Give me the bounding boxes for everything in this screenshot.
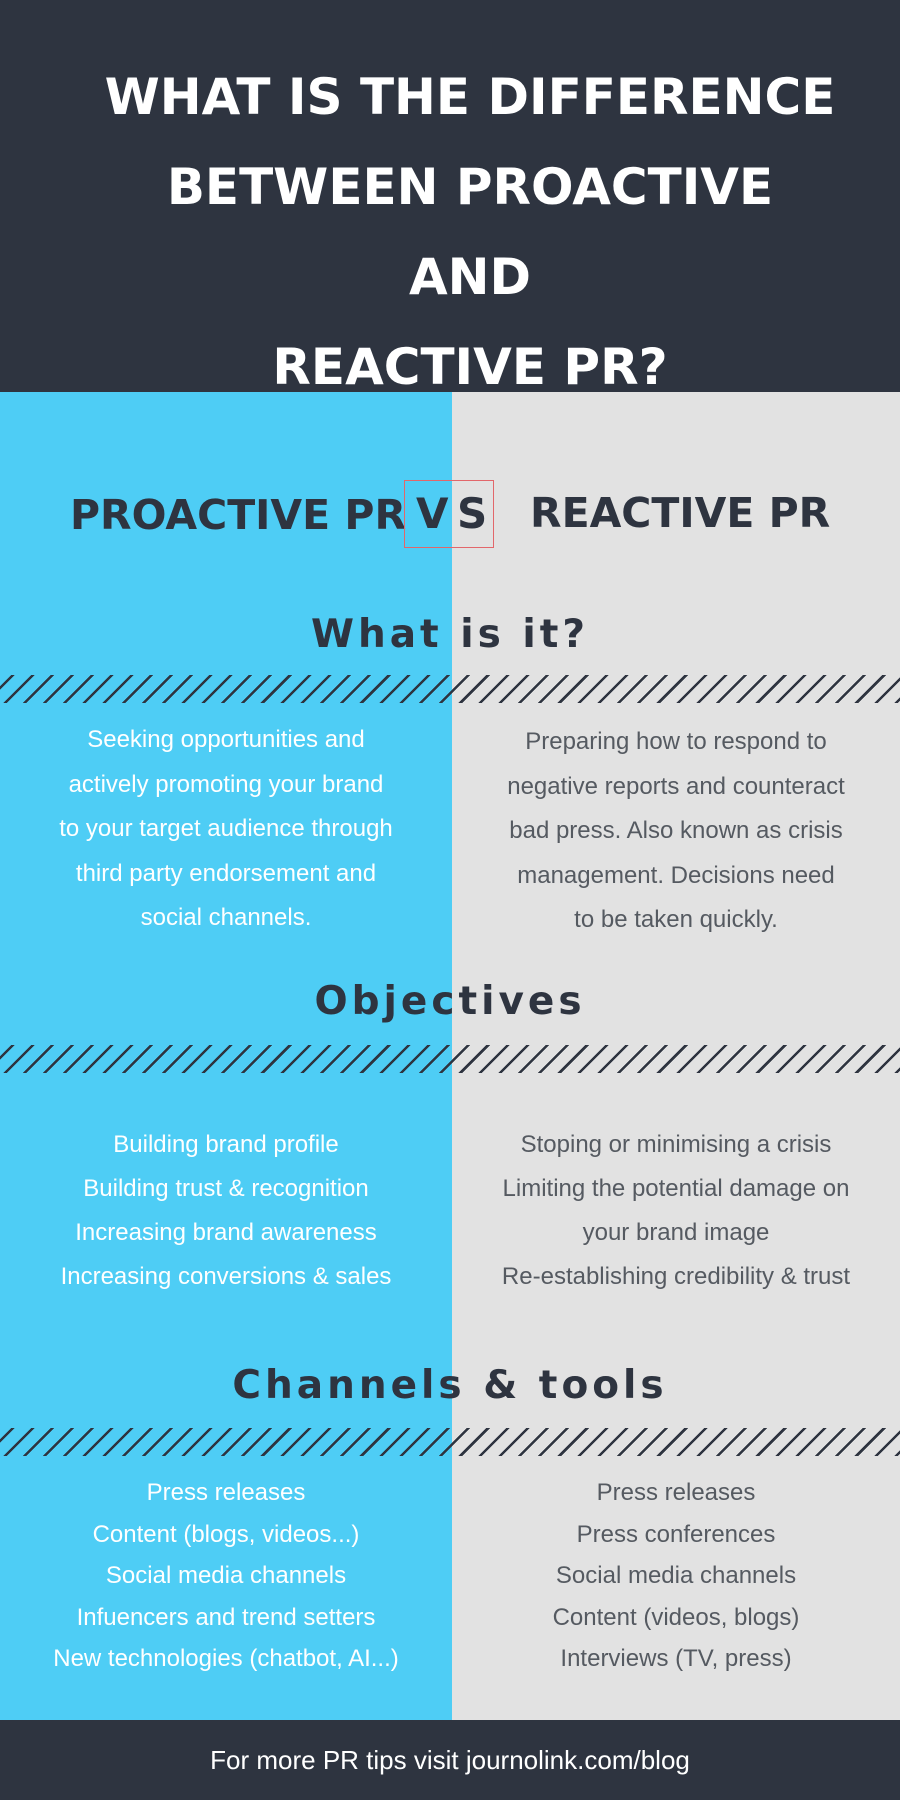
title-line-1: WHAT IS THE DIFFERENCE — [104, 68, 836, 126]
text-line: Limiting the potential damage on — [502, 1175, 850, 1202]
text-line: Re-establishing credibility & trust — [501, 1263, 851, 1290]
text-line: actively promoting your brand — [68, 770, 384, 798]
text-line: social channels. — [140, 904, 312, 931]
text-line: negative reports and counteract — [507, 772, 845, 800]
footer-text: For more PR tips visit journolink.com/bl… — [210, 1745, 690, 1775]
reactive-definition: Preparing how to respond to negative rep… — [462, 720, 890, 943]
section-heading-objectives: Objectives — [314, 979, 586, 1024]
text-line: Social media channels — [555, 1562, 797, 1589]
text-line: Preparing how to respond to — [525, 728, 827, 755]
divider-hatch-what — [0, 675, 900, 703]
text-line: Increasing brand awareness — [75, 1219, 377, 1246]
text-line: third party endorsement and — [75, 859, 377, 887]
text-line: Press releases — [596, 1479, 756, 1506]
text-line: Building brand profile — [113, 1131, 339, 1158]
vs-letter-s: S — [457, 489, 488, 538]
page-title: WHAT IS THE DIFFERENCE BETWEEN PROACTIVE… — [100, 52, 840, 412]
header-banner: WHAT IS THE DIFFERENCE BETWEEN PROACTIVE… — [0, 0, 900, 396]
vs-box — [404, 480, 494, 548]
text-line: bad press. Also known as crisis — [509, 817, 843, 844]
reactive-objectives: Stoping or minimising a crisis Limiting … — [462, 1123, 890, 1299]
section-heading-channels: Channels & tools — [232, 1363, 668, 1408]
text-line: to your target audience through — [59, 815, 393, 842]
title-line-3: REACTIVE PR? — [272, 338, 668, 396]
section-heading-what: What is it? — [310, 612, 590, 657]
vs-letter-v: V — [416, 489, 449, 538]
text-line: Seeking opportunities and — [87, 726, 365, 753]
proactive-definition: Seeking opportunities and actively promo… — [20, 718, 432, 941]
title-line-2: BETWEEN PROACTIVE AND — [166, 158, 774, 306]
text-line: Building trust & recognition — [83, 1175, 369, 1202]
text-line: Content (videos, blogs) — [552, 1603, 800, 1631]
text-line: management. Decisions need — [517, 861, 835, 889]
proactive-objectives: Building brand profile Building trust & … — [20, 1123, 432, 1299]
text-line: Increasing conversions & sales — [60, 1263, 392, 1290]
text-line: Social media channels — [105, 1562, 347, 1589]
text-line: your brand image — [582, 1219, 770, 1246]
proactive-channels: Press releases Content (blogs, videos...… — [20, 1472, 432, 1680]
text-line: Press conferences — [576, 1520, 776, 1548]
reactive-title: REACTIVE PR — [530, 489, 831, 537]
text-line: to be taken quickly. — [574, 906, 778, 933]
text-line: Interviews (TV, press) — [560, 1645, 792, 1672]
divider-hatch-channels — [0, 1428, 900, 1456]
text-line: Infuencers and trend setters — [76, 1603, 376, 1631]
text-line: Press releases — [146, 1479, 306, 1506]
reactive-channels: Press releases Press conferences Social … — [462, 1472, 890, 1680]
proactive-title: PROACTIVE PR — [70, 491, 407, 539]
divider-hatch-objectives — [0, 1045, 900, 1073]
text-line: Content (blogs, videos...) — [92, 1520, 360, 1548]
text-line: New technologies (chatbot, AI...) — [53, 1645, 399, 1672]
footer-banner: For more PR tips visit journolink.com/bl… — [0, 1720, 900, 1800]
text-line: Stoping or minimising a crisis — [520, 1131, 832, 1158]
